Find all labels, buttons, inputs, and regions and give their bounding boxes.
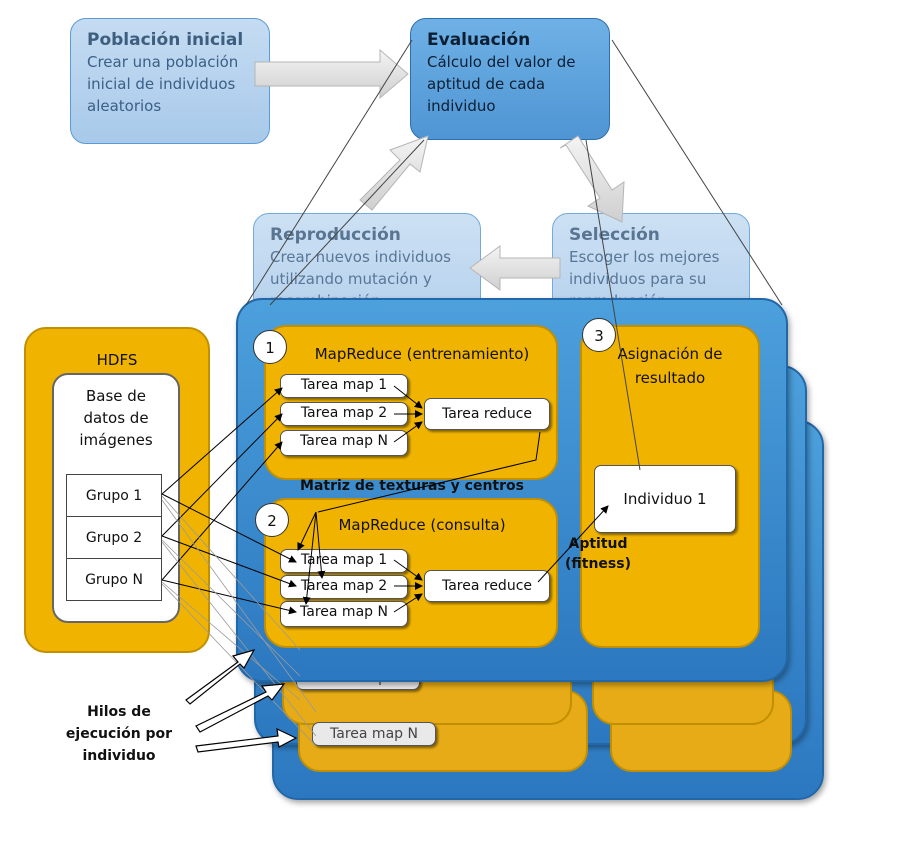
query-map-1: Tarea map 1 bbox=[280, 549, 408, 573]
poblacion-line-3: aleatorios bbox=[87, 97, 162, 115]
step-3-badge: 3 bbox=[582, 318, 616, 352]
poblacion-inicial-title: Población inicial bbox=[87, 30, 244, 50]
query-map-n: Tarea map N bbox=[280, 601, 408, 627]
threads-label-line-3: individuo bbox=[82, 748, 156, 764]
arrow-poblacion-to-evaluacion bbox=[254, 48, 409, 100]
step-1-badge: 1 bbox=[253, 330, 287, 364]
line-individual-to-eval bbox=[585, 139, 641, 471]
arrow-seleccion-to-reproduccion bbox=[469, 245, 561, 291]
mapreduce-training-title: MapReduce (entrenamiento) bbox=[314, 345, 530, 363]
hdfs-title: HDFS bbox=[96, 351, 138, 369]
db-line-2: datos de bbox=[83, 409, 149, 427]
evaluacion-line-3: individuo bbox=[427, 97, 496, 115]
seleccion-line-2: individuos para su bbox=[569, 270, 707, 288]
query-map-2: Tarea map 2 bbox=[280, 575, 408, 599]
seleccion-line-1: Escoger los mejores bbox=[569, 248, 720, 266]
threads-label-line-2: ejecución por bbox=[65, 726, 173, 742]
bg-map-task-layer3: Tarea map N bbox=[312, 722, 436, 746]
poblacion-line-2: inicial de individuos bbox=[87, 75, 236, 93]
evaluacion-line-1: Cálculo del valor de bbox=[427, 53, 576, 71]
evaluacion-line-2: aptitud de cada bbox=[427, 75, 546, 93]
training-reduce: Tarea reduce bbox=[424, 398, 550, 430]
seleccion-title: Selección bbox=[569, 225, 660, 245]
assignment-title-line-1: Asignación de bbox=[617, 345, 723, 363]
fitness-label-line-1: Aptitud bbox=[568, 536, 628, 552]
db-line-3: imágenes bbox=[79, 431, 153, 449]
poblacion-inicial-box: Población inicial Crear una población in… bbox=[70, 18, 270, 144]
individual-box: Individuo 1 bbox=[594, 465, 736, 533]
db-line-1: Base de bbox=[85, 387, 147, 405]
training-map-1: Tarea map 1 bbox=[280, 374, 408, 398]
mapreduce-query-title: MapReduce (consulta) bbox=[338, 516, 506, 534]
line-eval-right bbox=[611, 39, 783, 306]
query-reduce: Tarea reduce bbox=[424, 570, 550, 602]
assignment-title-line-2: resultado bbox=[634, 369, 706, 387]
poblacion-line-1: Crear una población bbox=[87, 53, 239, 71]
fitness-label-line-2: (fitness) bbox=[565, 556, 631, 572]
evaluacion-box: Evaluación Cálculo del valor de aptitud … bbox=[410, 18, 610, 140]
evaluacion-title: Evaluación bbox=[427, 30, 531, 50]
group-n: Grupo N bbox=[66, 558, 162, 601]
reproduccion-line-2: utilizando mutación y bbox=[270, 270, 432, 288]
thread-arrow-3 bbox=[195, 727, 298, 753]
training-map-2: Tarea map 2 bbox=[280, 402, 408, 426]
reproduccion-line-1: Crear nuevos individuos bbox=[270, 248, 451, 266]
line-eval-inner-left bbox=[269, 139, 425, 306]
group-1: Grupo 1 bbox=[66, 474, 162, 517]
step-2-badge: 2 bbox=[255, 503, 289, 537]
line-eval-left bbox=[245, 39, 413, 306]
threads-label-line-1: Hilos de bbox=[87, 704, 151, 720]
training-map-n: Tarea map N bbox=[280, 430, 408, 456]
thread-arrow-2 bbox=[195, 683, 286, 733]
group-2: Grupo 2 bbox=[66, 516, 162, 559]
matrix-label: Matriz de texturas y centros bbox=[300, 478, 524, 494]
thread-arrow-1 bbox=[185, 649, 256, 705]
